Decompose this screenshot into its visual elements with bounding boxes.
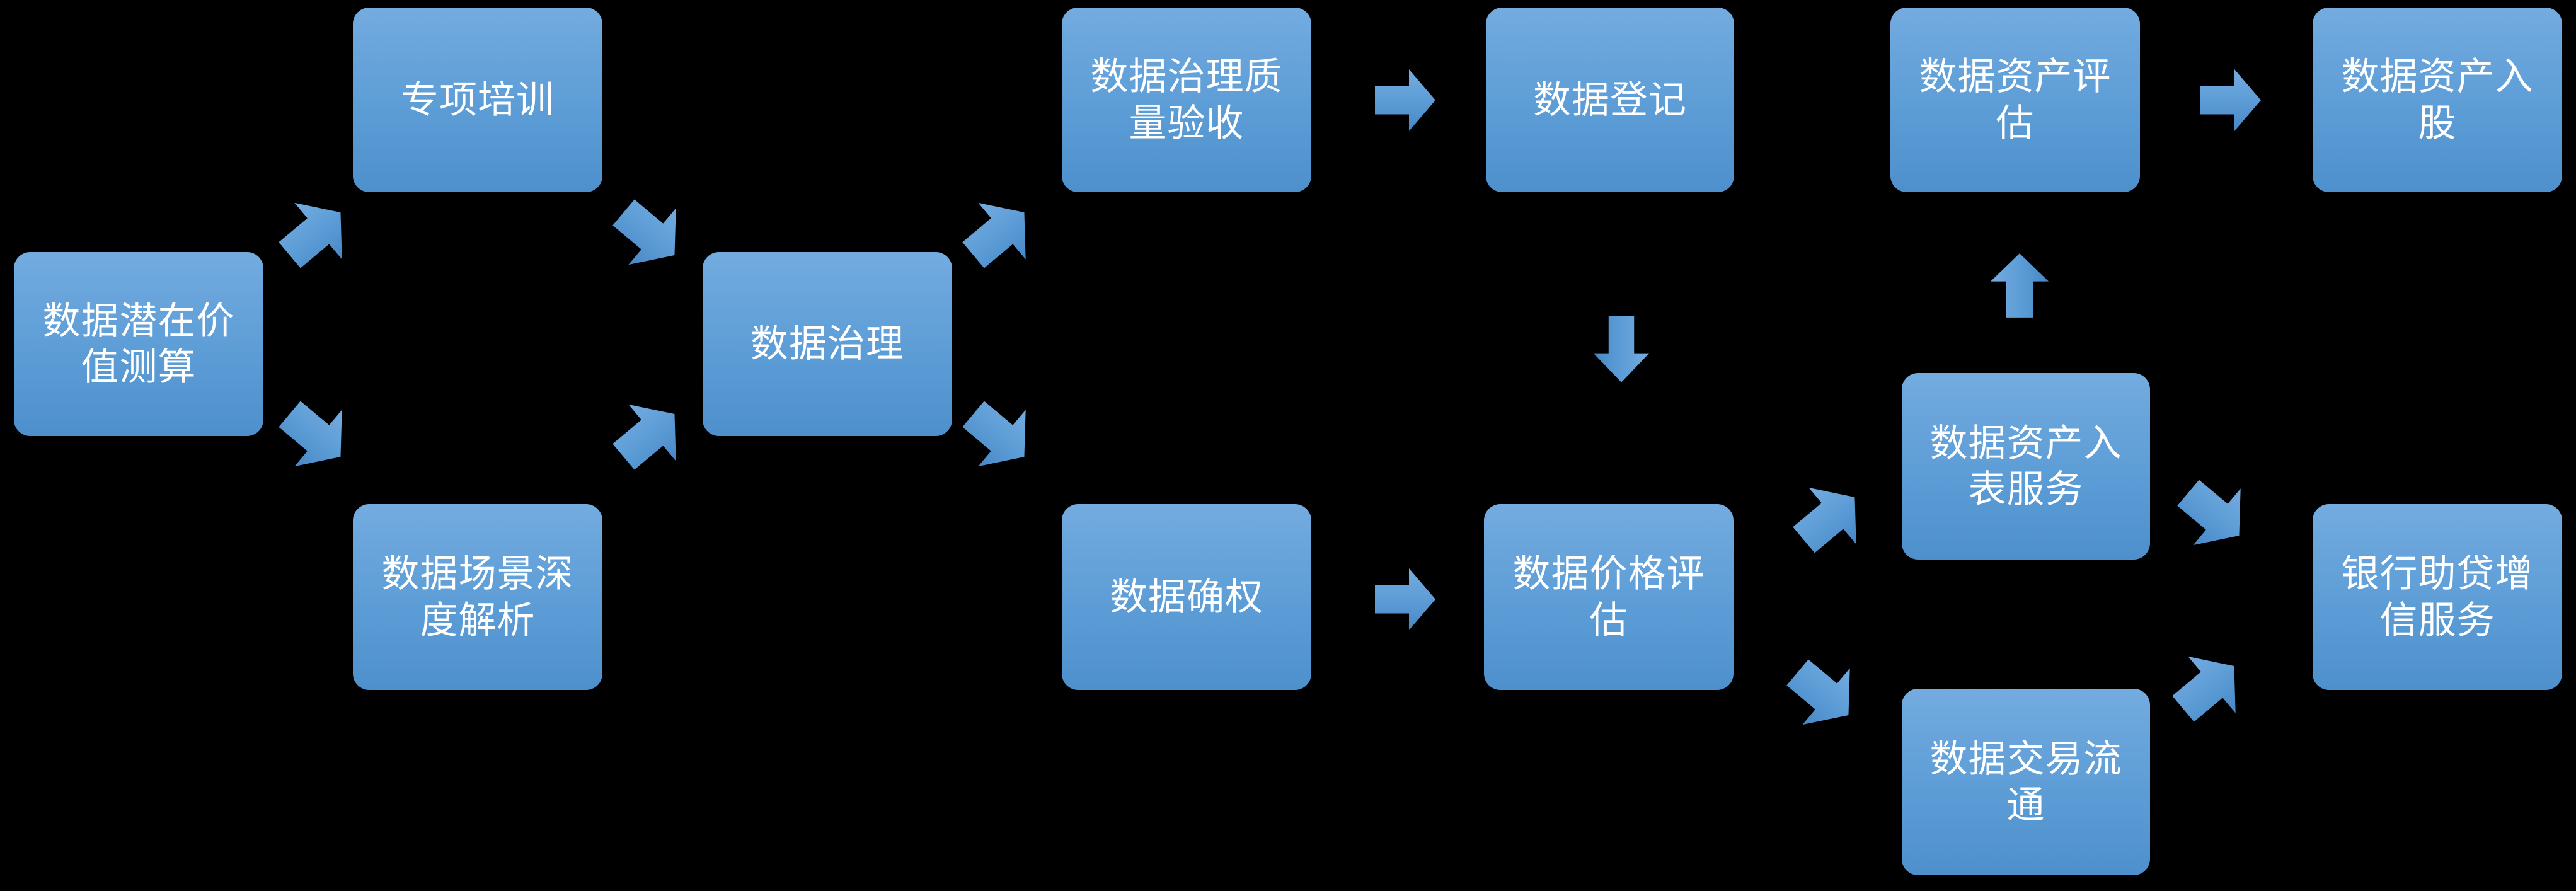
node-label: 数据资产评估: [1919, 55, 2112, 144]
node-label: 数据价格评估: [1512, 553, 1705, 641]
arrow-rights-to-price-icon: [1374, 567, 1437, 631]
node-n12[interactable]: 数据资产入股: [2313, 8, 2562, 192]
node-n5[interactable]: 数据治理质量验收: [1062, 8, 1311, 192]
arrow-onsheet-to-appraisal-icon: [1989, 252, 2050, 319]
node-label: 数据资产入表服务: [1929, 422, 2122, 510]
node-n2[interactable]: 专项培训: [353, 8, 602, 192]
arrow-governance-to-rights-icon: [948, 384, 1050, 487]
node-label: 数据治理: [750, 323, 904, 365]
arrow-appraisal-to-equity-icon: [2199, 68, 2262, 132]
arrow-onsheet-to-bank-icon: [2163, 463, 2265, 566]
arrow-value-to-scenario-icon: [264, 384, 367, 487]
node-n7[interactable]: 数据登记: [1486, 8, 1734, 192]
node-n9[interactable]: 数据资产评估: [1890, 8, 2140, 192]
arrow-scenario-to-governance-icon: [598, 384, 701, 487]
arrow-register-to-price-icon: [1592, 314, 1650, 384]
node-label: 数据确权: [1110, 575, 1263, 618]
node-n10[interactable]: 数据资产入表服务: [1902, 373, 2150, 560]
node-n1[interactable]: 数据潜在价值测算: [14, 252, 263, 436]
node-label: 数据交易流通: [1929, 737, 2122, 826]
arrow-price-to-onsheet-icon: [1778, 467, 1881, 570]
node-n8[interactable]: 数据价格评估: [1484, 504, 1734, 690]
node-label: 银行助贷增信服务: [2341, 553, 2534, 641]
node-label: 专项培训: [401, 78, 555, 121]
arrow-trading-to-bank-icon: [2158, 636, 2260, 739]
node-n13[interactable]: 银行助贷增信服务: [2313, 504, 2562, 690]
node-label: 数据场景深度解析: [381, 553, 574, 641]
node-label: 数据资产入股: [2341, 55, 2534, 144]
node-n11[interactable]: 数据交易流通: [1902, 689, 2150, 875]
node-n4[interactable]: 数据治理: [703, 252, 952, 436]
node-label: 数据治理质量验收: [1090, 55, 1283, 144]
node-label: 数据潜在价值测算: [42, 299, 235, 388]
node-n6[interactable]: 数据确权: [1062, 504, 1311, 690]
node-label: 数据登记: [1533, 78, 1687, 121]
arrow-price-to-trading-icon: [1772, 642, 1875, 745]
arrow-training-to-governance-icon: [598, 182, 701, 285]
arrow-acceptance-to-register-icon: [1374, 68, 1437, 132]
arrow-value-to-training-icon: [264, 182, 367, 285]
node-n3[interactable]: 数据场景深度解析: [353, 504, 602, 690]
arrow-governance-to-acceptance-icon: [948, 182, 1050, 285]
